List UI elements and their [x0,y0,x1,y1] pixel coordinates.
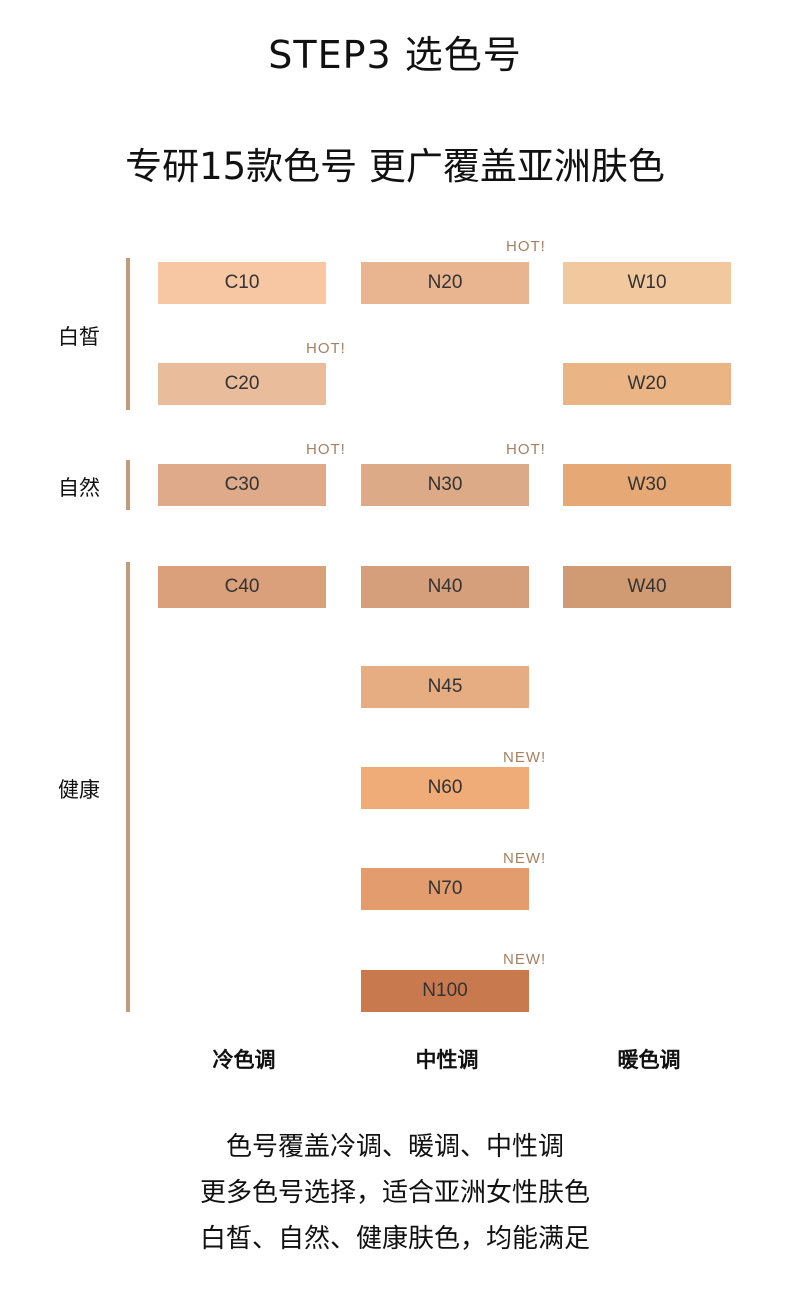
tone-label-cool: 冷色调 [212,1048,276,1072]
footer-line: 色号覆盖冷调、暖调、中性调 [225,1132,564,1162]
swatch-code: N70 [427,878,463,899]
swatch-c30[interactable]: C30 [158,464,326,506]
swatch-code: W40 [627,576,667,597]
swatch-n70[interactable]: N70 [361,868,529,910]
badge-hot: HOT! [506,441,546,458]
footer-line: 更多色号选择，适合亚洲女性肤色 [199,1178,590,1208]
swatch-code: N40 [427,576,463,597]
swatch-w40[interactable]: W40 [563,566,731,608]
swatch-w10[interactable]: W10 [563,262,731,304]
tone-label-neutral: 中性调 [415,1048,479,1072]
group-label-fair: 白皙 [58,325,100,349]
swatch-code: N60 [427,777,463,798]
group-bar-natural [126,460,130,510]
swatch-w20[interactable]: W20 [563,363,731,405]
badge-new: NEW! [503,951,547,968]
swatch-code: N45 [427,676,463,697]
swatch-n40[interactable]: N40 [361,566,529,608]
group-label-natural: 自然 [58,476,100,500]
tone-label-warm: 暖色调 [617,1048,681,1072]
headline: 专研15款色号 更广覆盖亚洲肤色 [125,145,665,188]
swatch-code: C40 [224,576,260,597]
swatch-code: N30 [427,474,463,495]
swatch-code: C30 [224,474,260,495]
footer-line: 白皙、自然、健康肤色，均能满足 [199,1224,590,1254]
swatch-n100[interactable]: N100 [361,970,529,1012]
group-bar-fair [126,258,130,410]
footer-text: 色号覆盖冷调、暖调、中性调 更多色号选择，适合亚洲女性肤色 白皙、自然、健康肤色… [0,1124,790,1262]
swatch-c40[interactable]: C40 [158,566,326,608]
swatch-n20[interactable]: N20 [361,262,529,304]
swatch-code: N20 [427,272,463,293]
swatch-n45[interactable]: N45 [361,666,529,708]
step-title: STEP3 选色号 [268,33,522,77]
badge-hot: HOT! [306,340,346,357]
group-bar-healthy [126,562,130,1012]
badge-hot: HOT! [506,238,546,255]
group-label-healthy: 健康 [58,778,100,802]
swatch-code: N100 [422,980,468,1001]
swatch-c10[interactable]: C10 [158,262,326,304]
badge-hot: HOT! [306,441,346,458]
swatch-n30[interactable]: N30 [361,464,529,506]
swatch-code: W20 [627,373,667,394]
swatch-w30[interactable]: W30 [563,464,731,506]
badge-new: NEW! [503,850,547,867]
badge-new: NEW! [503,749,547,766]
swatch-code: C10 [224,272,260,293]
swatch-c20[interactable]: C20 [158,363,326,405]
swatch-code: W30 [627,474,667,495]
swatch-code: W10 [627,272,667,293]
swatch-code: C20 [224,373,260,394]
swatch-n60[interactable]: N60 [361,767,529,809]
